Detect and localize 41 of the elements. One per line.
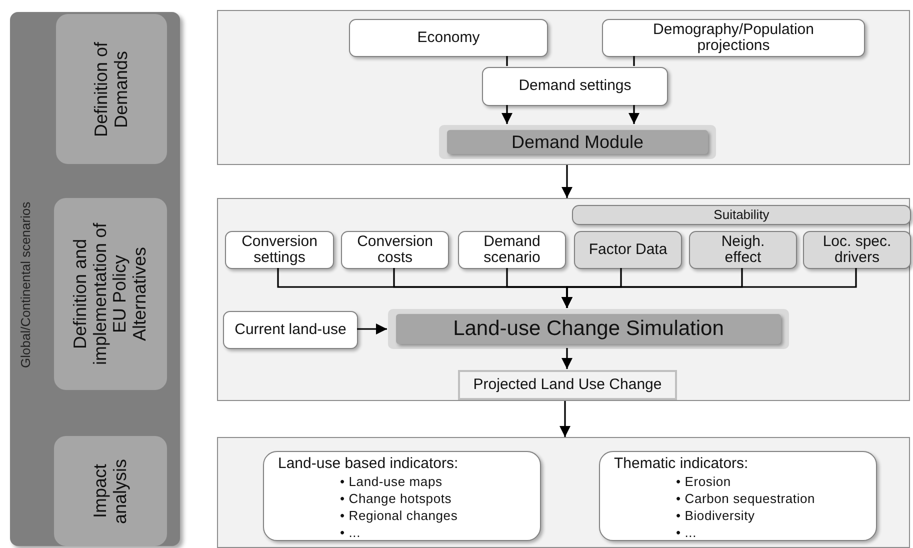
indicator-heading: Land-use based indicators: [278,455,460,472]
arrow [357,323,387,335]
input-box: Demand settings [482,67,668,106]
bullet-item: • ... [340,524,360,541]
bullet-item: • Change hotspots [340,490,452,507]
stage-panel [217,10,910,165]
input-box: Conversion settings [225,231,334,269]
bullet-item: • ... [676,524,696,541]
stage-panel [217,198,910,401]
bullet-item: • Land-use maps [340,473,442,490]
input-box: Loc. spec. drivers [803,231,911,269]
bullet-item: • Erosion [676,473,731,490]
indicator-box [599,451,877,541]
output-box: Projected Land Use Change [458,370,677,400]
arrow [561,268,857,308]
module-box: Land-use Change Simulation [388,309,789,349]
bullet-item: • Regional changes [340,507,458,524]
indicator-heading: Thematic indicators: [614,455,750,472]
arrow [561,165,573,198]
input-box: Economy [349,19,548,57]
arrow [628,105,640,124]
input-box: Demography/Population projections [602,19,865,57]
band-label: Global/Continental scenarios [18,200,33,370]
stage-label-box: Definition of Demands [56,14,167,164]
arrow [559,401,571,437]
module-box: Demand Module [439,125,716,159]
stage-panel [217,437,910,548]
input-box: Demand scenario [458,231,566,269]
indicator-box [263,451,541,541]
stage-label-box: Definition and implementation of EU Policy Alternatives [54,198,167,390]
input-box: Neigh. effect [689,231,797,269]
arrow [561,348,573,369]
scenario-band [10,12,180,546]
stage-label-box: Impact analysis [54,436,167,546]
input-box: Conversion costs [341,231,449,269]
input-box: Factor Data [574,231,682,269]
arrow [501,105,513,124]
bullet-item: • Biodiversity [676,507,755,524]
input-box: Current land-use [223,311,358,349]
input-box: Suitability [572,205,911,225]
bullet-item: • Carbon sequestration [676,490,816,507]
